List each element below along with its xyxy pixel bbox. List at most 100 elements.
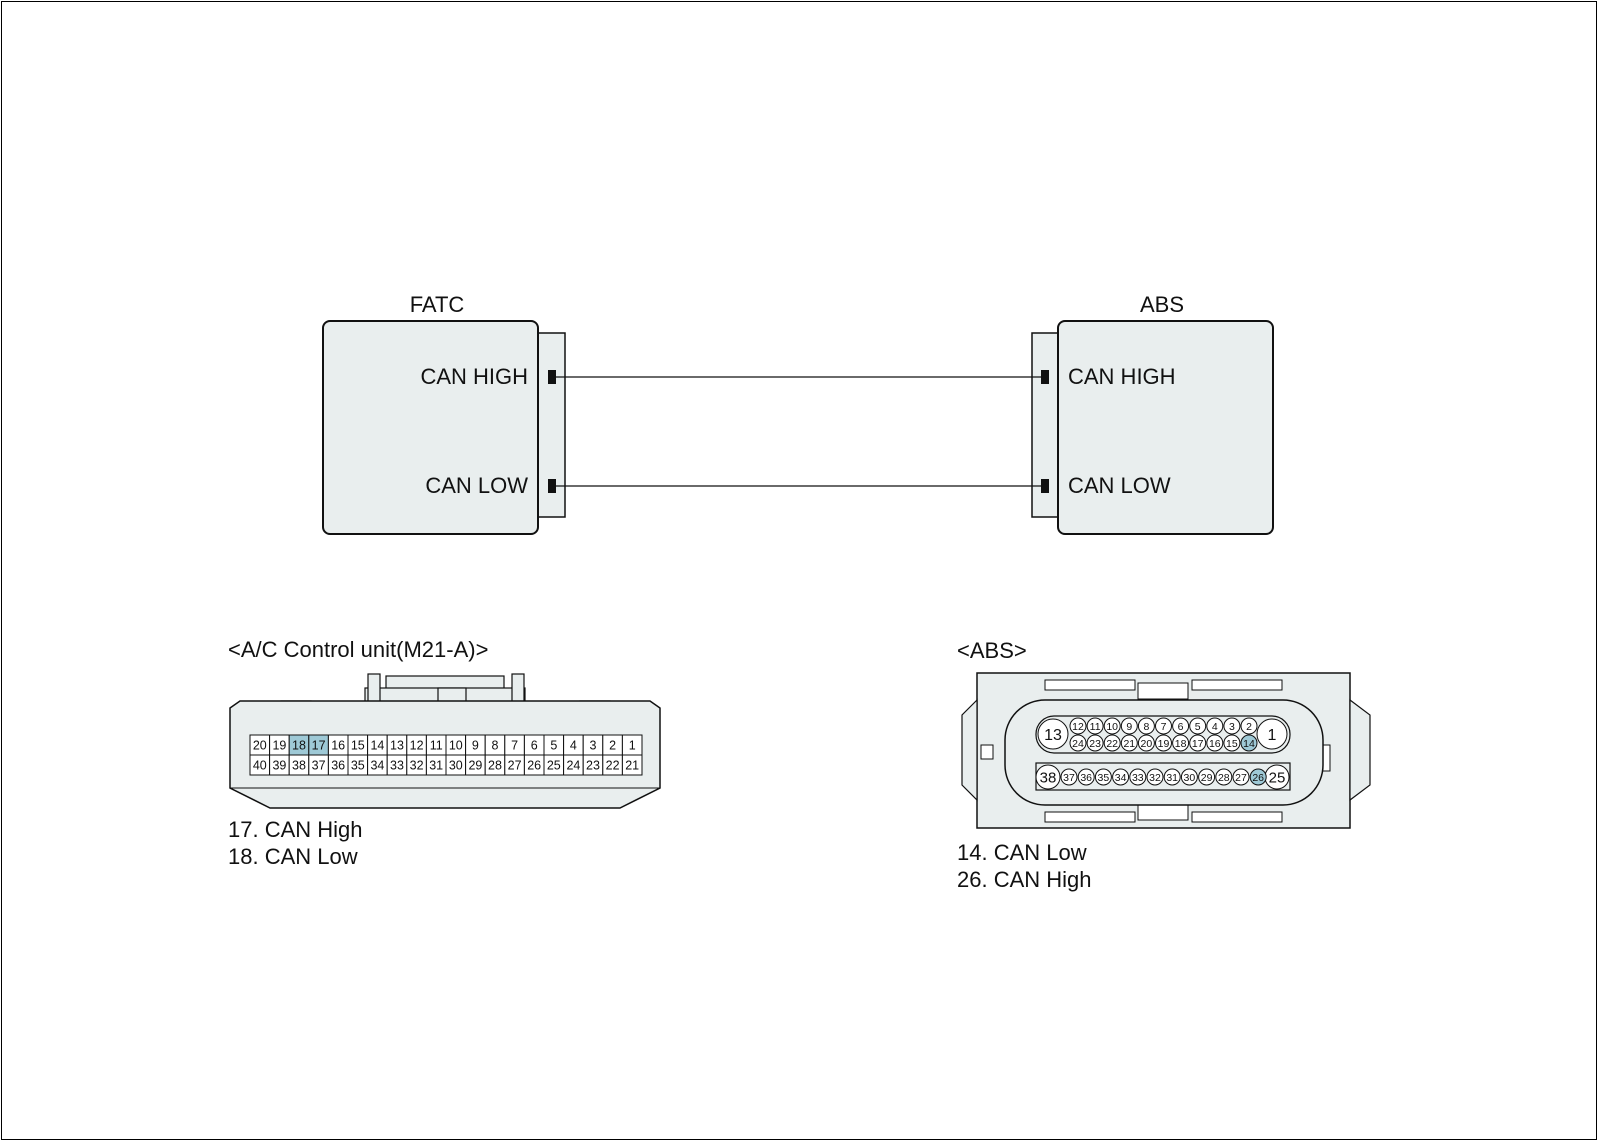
fatc-title: FATC bbox=[410, 292, 465, 317]
abs-pin bbox=[1180, 768, 1198, 786]
abs-pin bbox=[1077, 768, 1095, 786]
abs-pin-label: 19 bbox=[1158, 738, 1170, 750]
ac-pin-label: 14 bbox=[370, 739, 384, 753]
abs-pin-label: 36 bbox=[1080, 772, 1092, 784]
ac-pin-label: 16 bbox=[331, 739, 345, 753]
ac-pin-label: 20 bbox=[253, 739, 267, 753]
abs-pin bbox=[1035, 764, 1061, 790]
abs-pin-label: 33 bbox=[1132, 772, 1144, 784]
ac-pin-label: 17 bbox=[312, 739, 326, 753]
abs-slot-bottom-right bbox=[1191, 811, 1283, 823]
abs-pin bbox=[1137, 717, 1155, 735]
abs-pin-label: 10 bbox=[1106, 721, 1118, 733]
abs-pin bbox=[1129, 768, 1147, 786]
abs-slot-top-right bbox=[1191, 679, 1283, 691]
abs-pin-label: 27 bbox=[1235, 772, 1247, 784]
abs-pin-label: 7 bbox=[1161, 721, 1167, 733]
ac-pin-label: 21 bbox=[625, 759, 639, 773]
abs-pin-label: 38 bbox=[1040, 769, 1057, 786]
abs-pin bbox=[1103, 734, 1121, 752]
abs-pin bbox=[1163, 768, 1181, 786]
ac-pin-label: 30 bbox=[449, 759, 463, 773]
abs-pin-label: 4 bbox=[1212, 721, 1218, 733]
abs-pin-label: 1 bbox=[1268, 727, 1277, 744]
ac-pin-label: 15 bbox=[351, 739, 365, 753]
abs-pin bbox=[1172, 734, 1190, 752]
abs-pin bbox=[1146, 768, 1164, 786]
ac-pin-label: 31 bbox=[429, 759, 443, 773]
abs-pin-label: 2 bbox=[1246, 721, 1252, 733]
ac-pin-label: 6 bbox=[531, 739, 538, 753]
abs-pin bbox=[1155, 734, 1172, 752]
abs-pin bbox=[1240, 734, 1258, 752]
ac-pin-label: 12 bbox=[410, 739, 424, 753]
ac-pin-label: 13 bbox=[390, 739, 404, 753]
abs-pin-label: 13 bbox=[1044, 727, 1062, 744]
fatc-can-high-label: CAN HIGH bbox=[420, 364, 528, 389]
abs-pin-label: 25 bbox=[1269, 769, 1286, 786]
abs-pin-label: 21 bbox=[1123, 738, 1135, 750]
abs-pin bbox=[1103, 717, 1121, 735]
abs-pin bbox=[1137, 734, 1155, 752]
fatc-module: FATC CAN HIGH CAN LOW bbox=[322, 292, 566, 535]
abs-pin bbox=[1112, 768, 1130, 786]
abs-pin-label: 26 bbox=[1252, 772, 1264, 784]
ac-pin-label: 36 bbox=[331, 759, 345, 773]
ac-pin-label: 10 bbox=[449, 739, 463, 753]
ac-pin-label: 39 bbox=[272, 759, 286, 773]
abs-title: ABS bbox=[1140, 292, 1184, 317]
abs-note-1: 14. CAN Low bbox=[957, 840, 1087, 865]
abs-can-high-label: CAN HIGH bbox=[1068, 364, 1176, 389]
ac-pin-label: 29 bbox=[468, 759, 482, 773]
abs-pin-label: 37 bbox=[1063, 772, 1075, 784]
abs-pin bbox=[1069, 734, 1087, 752]
abs-pin bbox=[1086, 734, 1104, 752]
fatc-can-low-label: CAN LOW bbox=[425, 473, 528, 498]
abs-slot-top-left bbox=[1044, 679, 1136, 691]
abs-pin-label: 29 bbox=[1201, 772, 1213, 784]
abs-pin bbox=[1223, 717, 1241, 735]
ac-pin-label: 25 bbox=[547, 759, 561, 773]
abs-module: ABS CAN HIGH CAN LOW bbox=[1031, 292, 1274, 535]
ac-note-1: 17. CAN High bbox=[228, 817, 363, 842]
ac-pin-label: 5 bbox=[550, 739, 557, 753]
abs-ear-right bbox=[1349, 698, 1371, 802]
abs-pin-label: 31 bbox=[1166, 772, 1178, 784]
ac-pin-label: 32 bbox=[410, 759, 424, 773]
fatc-can-low-terminal bbox=[548, 479, 556, 493]
abs-pin-label: 34 bbox=[1115, 772, 1127, 784]
abs-pin-label: 16 bbox=[1209, 738, 1221, 750]
ac-pin-label: 27 bbox=[508, 759, 522, 773]
abs-pin bbox=[1086, 717, 1104, 735]
ac-pin-label: 33 bbox=[390, 759, 404, 773]
ac-pin-label: 40 bbox=[253, 759, 267, 773]
ac-pin-label: 38 bbox=[292, 759, 306, 773]
ac-pin-label: 3 bbox=[590, 739, 597, 753]
ac-pin-label: 34 bbox=[370, 759, 384, 773]
abs-pin bbox=[1198, 768, 1216, 786]
abs-pin bbox=[1155, 717, 1172, 735]
abs-pin bbox=[1240, 717, 1258, 735]
abs-pin bbox=[1120, 734, 1138, 752]
abs-slot-bottom-left bbox=[1044, 811, 1136, 823]
abs-pin-label: 15 bbox=[1226, 738, 1238, 750]
abs-pin-label: 6 bbox=[1178, 721, 1184, 733]
abs-slot-bottom-center bbox=[1137, 803, 1189, 821]
ac-note-2: 18. CAN Low bbox=[228, 844, 358, 869]
ac-pin-label: 1 bbox=[629, 739, 636, 753]
abs-pin-label: 14 bbox=[1243, 738, 1255, 750]
abs-pin bbox=[1206, 734, 1224, 752]
abs-pin-label: 8 bbox=[1143, 721, 1149, 733]
ac-pin-cell bbox=[621, 754, 643, 776]
abs-can-high-terminal bbox=[1041, 370, 1049, 384]
abs-box bbox=[1057, 320, 1274, 535]
ac-pin-label: 8 bbox=[492, 739, 499, 753]
abs-pin-label: 3 bbox=[1229, 721, 1235, 733]
ac-pin-label: 4 bbox=[570, 739, 577, 753]
abs-pin bbox=[1249, 768, 1267, 786]
